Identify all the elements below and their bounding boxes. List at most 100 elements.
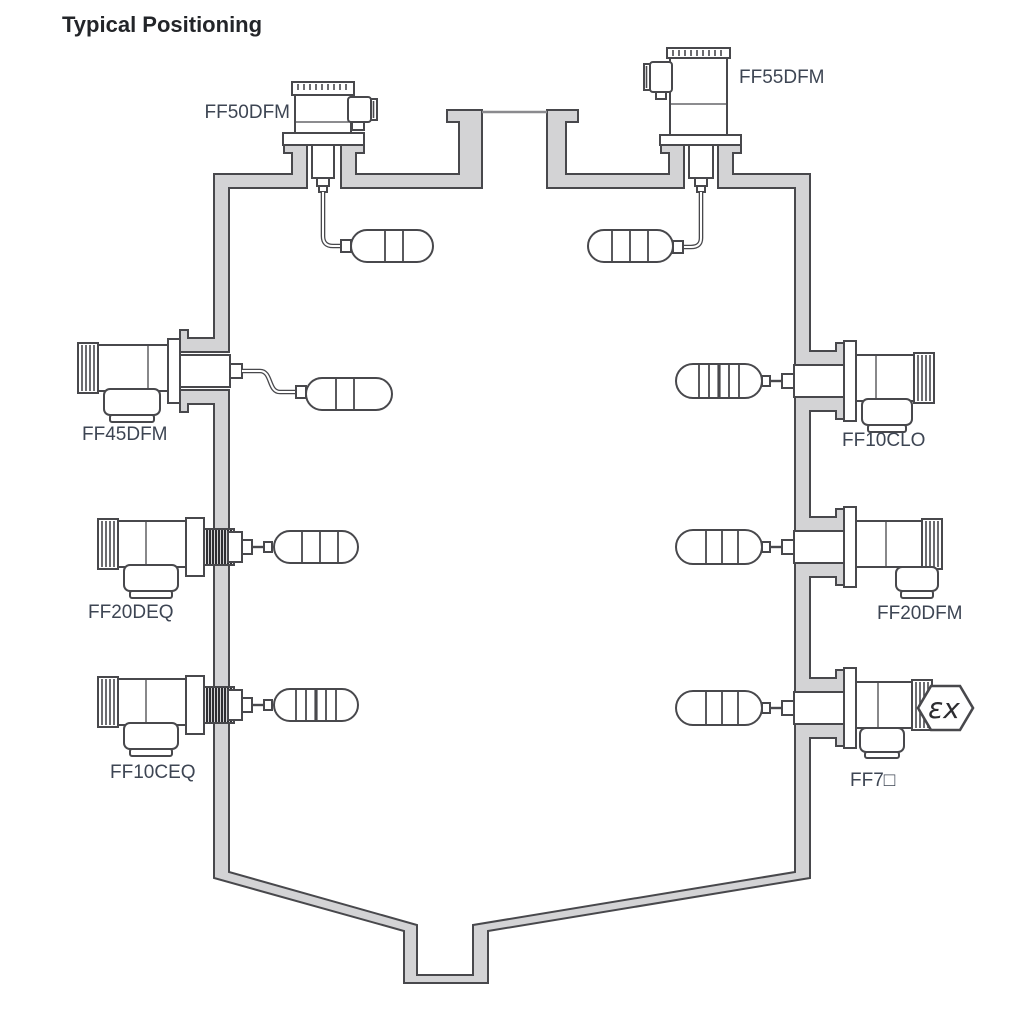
device-ff20dfm: FF20DFM — [675, 506, 963, 624]
housing-body — [95, 344, 169, 392]
process-connection — [688, 144, 714, 179]
float-bands — [384, 231, 404, 261]
label-ff50dfm: FF50DFM — [205, 102, 291, 123]
cap-ribs — [917, 355, 931, 401]
float-bands — [295, 690, 337, 720]
device-ff10clo: FF10CLO — [675, 340, 935, 451]
housing-body — [294, 94, 352, 134]
flange — [843, 340, 857, 422]
float — [305, 377, 393, 411]
flange — [843, 667, 857, 749]
junction-box-foot — [864, 751, 900, 759]
wall-right-mid2 — [794, 562, 845, 693]
junction-box-foot — [109, 414, 155, 423]
flange — [843, 506, 857, 588]
float-fitting — [263, 541, 273, 553]
housing-body — [669, 57, 728, 136]
junction-box — [103, 388, 161, 416]
wall-top-c2 — [546, 109, 685, 189]
float-bands — [335, 379, 355, 409]
cap-ribs — [101, 521, 115, 567]
cable-gland — [694, 177, 708, 187]
float — [273, 530, 359, 564]
port-foot — [351, 121, 365, 131]
cap-ribs — [101, 679, 115, 725]
float — [350, 229, 434, 263]
process-connection — [793, 364, 845, 398]
junction-box — [123, 564, 179, 592]
float-bands — [705, 692, 739, 724]
float-fitting — [295, 385, 307, 399]
wall-top-c1 — [340, 109, 483, 189]
lid-ribs — [297, 84, 347, 90]
wall-left-mid1 — [179, 389, 230, 531]
cable-entry-port — [347, 96, 372, 123]
junction-box — [861, 398, 913, 426]
junction-box-foot — [867, 424, 907, 433]
ex-atex-symbol: εx — [916, 684, 975, 732]
inner-nozzle — [227, 531, 243, 563]
float — [675, 690, 763, 726]
flange — [167, 338, 181, 404]
rod-fitting — [241, 697, 253, 713]
label-ff10clo: FF10CLO — [842, 430, 925, 451]
junction-box — [123, 722, 179, 750]
gland-tip — [696, 185, 706, 193]
rod-fitting — [781, 700, 795, 716]
float-fitting — [263, 699, 273, 711]
junction-box-foot — [129, 590, 173, 599]
flange — [659, 134, 742, 146]
mounting-plate — [185, 675, 205, 735]
mounting-plate — [185, 517, 205, 577]
housing-cap — [77, 342, 99, 394]
cap-ribs — [925, 521, 939, 567]
device-ff45dfm: FF45DFM — [77, 338, 393, 445]
rod-fitting — [781, 539, 795, 555]
page-title: Typical Positioning — [62, 12, 262, 37]
label-ff20dfm: FF20DFM — [877, 603, 963, 624]
junction-box-foot — [900, 590, 934, 599]
housing-body — [855, 354, 915, 402]
lid-ribs — [672, 50, 722, 56]
device-ff7: εx FF7□ — [675, 667, 975, 791]
port-foot — [655, 91, 667, 100]
wall-top-left — [179, 144, 308, 353]
process-connection — [793, 530, 845, 564]
wall-top-right — [717, 144, 845, 366]
float-fitting — [761, 541, 771, 553]
flange — [282, 132, 365, 146]
process-connection — [793, 691, 845, 725]
float — [675, 529, 763, 565]
process-connection — [311, 144, 335, 179]
housing-cap — [97, 676, 119, 728]
process-connection — [179, 354, 231, 388]
gland-tip — [318, 185, 328, 193]
junction-box — [859, 727, 905, 753]
housing-body — [115, 678, 187, 726]
wall-right-mid1 — [794, 396, 845, 532]
inner-nozzle — [227, 689, 243, 721]
housing-body — [855, 520, 923, 568]
suspension-cable-core — [322, 192, 341, 247]
float-fitting — [672, 240, 684, 254]
cable-gland — [316, 177, 330, 187]
float-cable-core — [242, 370, 296, 393]
device-ff50dfm: FF50DFM — [205, 81, 434, 263]
cable-fitting — [229, 363, 243, 379]
ex-glyph: εx — [928, 692, 960, 725]
label-ff10ceq: FF10CEQ — [110, 762, 196, 783]
wall-hopper — [213, 720, 845, 984]
device-ff55dfm: FF55DFM — [587, 47, 825, 263]
float-fitting — [761, 702, 771, 714]
rod-fitting — [241, 539, 253, 555]
housing-lid — [291, 81, 355, 96]
float-bands — [611, 231, 649, 261]
junction-box-foot — [129, 748, 173, 757]
suspension-cable — [320, 192, 341, 249]
rod-fitting — [781, 373, 795, 389]
ex-hexagon — [916, 684, 975, 732]
label-ff7: FF7□ — [850, 770, 896, 791]
housing-cap — [913, 352, 935, 404]
device-ff10ceq: FF10CEQ — [97, 675, 359, 783]
